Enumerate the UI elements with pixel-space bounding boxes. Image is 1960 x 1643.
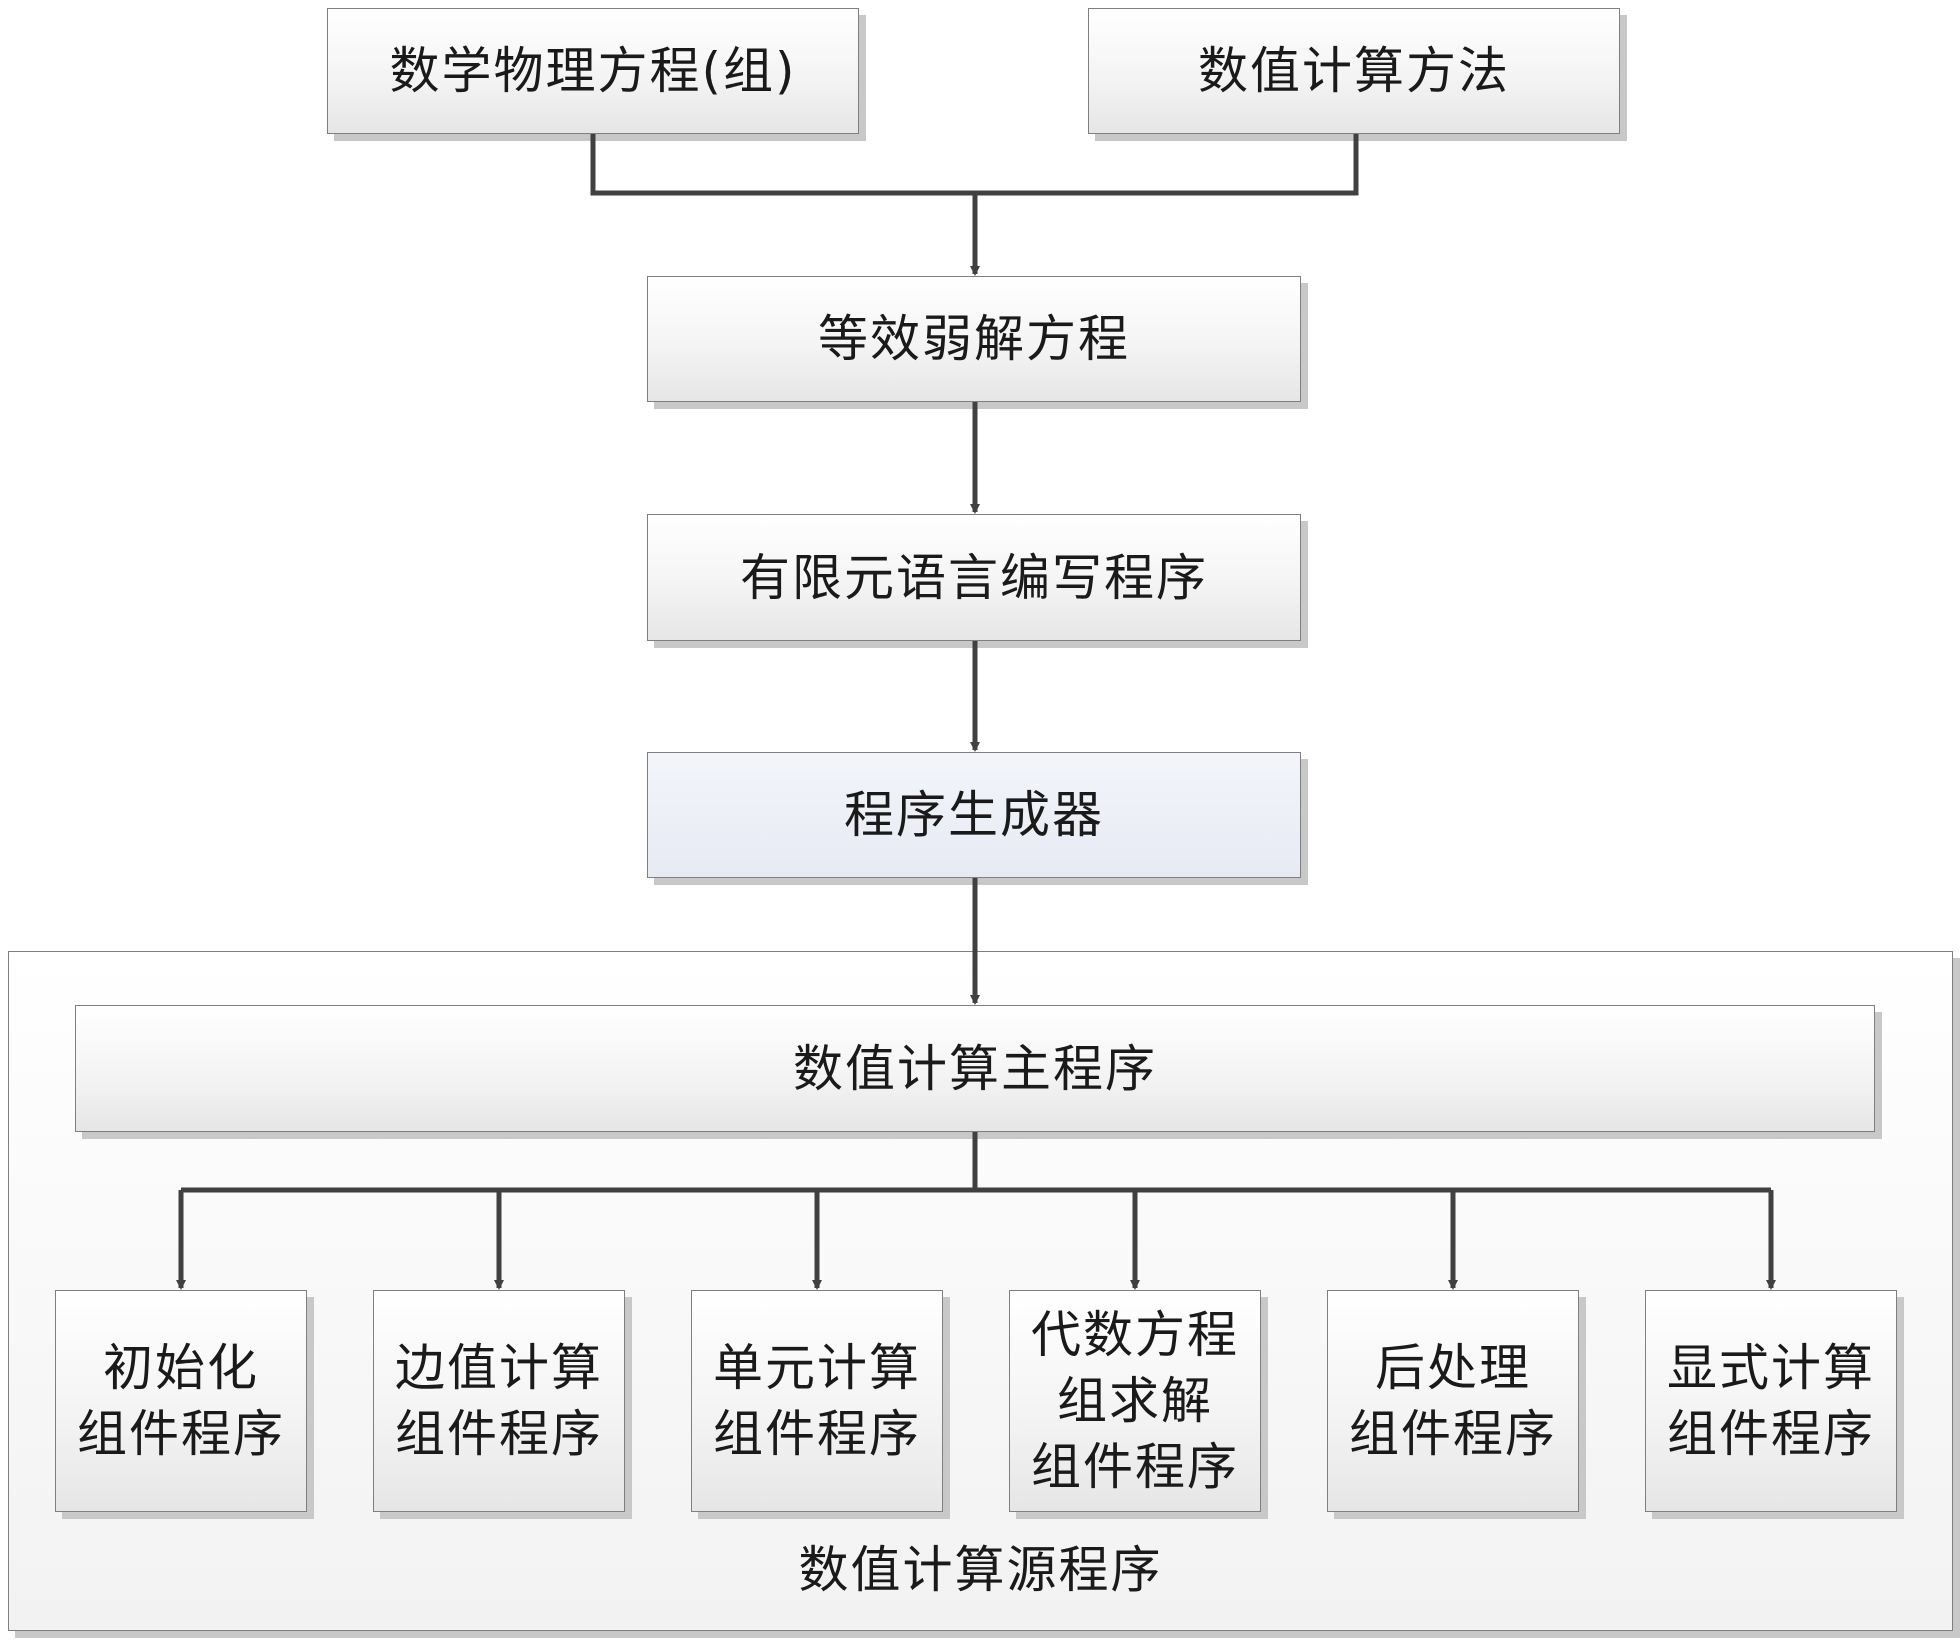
connector-merge-top: [590, 134, 1359, 196]
node-fem-language-program: 有限元语言编写程序: [647, 514, 1301, 641]
node-weak-form-equations: 等效弱解方程: [647, 276, 1301, 402]
node-program-generator: 程序生成器: [647, 752, 1301, 878]
component-label: 显式计算 组件程序: [1667, 1339, 1875, 1463]
component-postprocess: 后处理 组件程序: [1327, 1290, 1579, 1512]
component-label: 后处理 组件程序: [1349, 1339, 1557, 1463]
component-label: 边值计算 组件程序: [395, 1339, 603, 1463]
node-main-program: 数值计算主程序: [75, 1005, 1875, 1132]
node-numerical-methods: 数值计算方法: [1088, 8, 1620, 134]
component-label: 代数方程 组求解 组件程序: [1031, 1306, 1239, 1496]
node-label: 数学物理方程(组): [389, 42, 797, 100]
node-label: 有限元语言编写程序: [740, 548, 1208, 607]
component-label: 初始化 组件程序: [77, 1339, 285, 1463]
node-label: 等效弱解方程: [818, 310, 1130, 368]
component-explicit: 显式计算 组件程序: [1645, 1290, 1897, 1512]
component-label: 单元计算 组件程序: [713, 1339, 921, 1463]
node-label: 数值计算主程序: [793, 1039, 1157, 1098]
component-boundary: 边值计算 组件程序: [373, 1290, 625, 1512]
node-label: 程序生成器: [844, 786, 1104, 844]
component-init: 初始化 组件程序: [55, 1290, 307, 1512]
component-element: 单元计算 组件程序: [691, 1290, 943, 1512]
node-label: 数值计算方法: [1198, 42, 1510, 100]
node-math-physics-equations: 数学物理方程(组): [327, 8, 859, 134]
component-algebraic: 代数方程 组求解 组件程序: [1009, 1290, 1261, 1512]
source-program-group-label: 数值计算源程序: [798, 1541, 1163, 1599]
